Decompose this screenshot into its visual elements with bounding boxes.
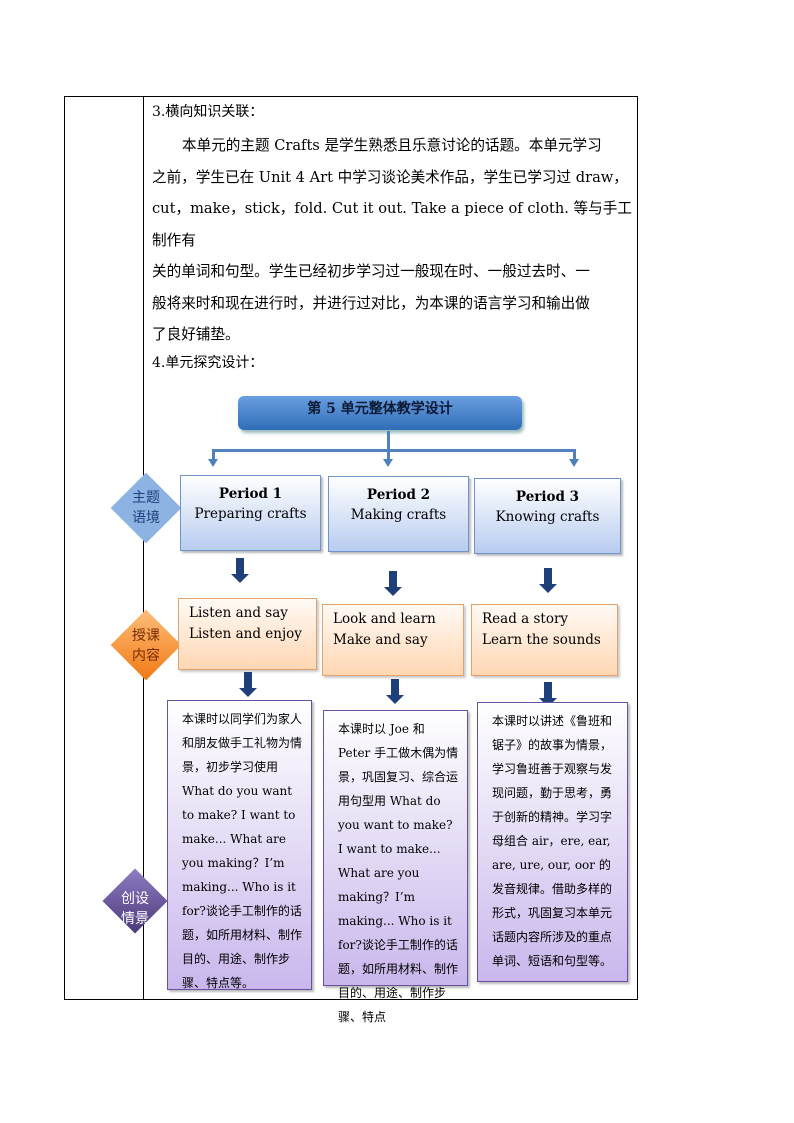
- connector-arrowhead-3: [569, 459, 579, 467]
- paragraph-line: 之前，学生已在 Unit 4 Art 中学习谈论美术作品，学生已学习过 draw…: [152, 168, 628, 186]
- theme-label-line: 语境: [132, 510, 160, 526]
- period-2-box: Period 2 Making crafts: [328, 476, 469, 552]
- lesson-item: Listen and enjoy: [189, 626, 302, 642]
- period-title: Period 3: [515, 489, 580, 505]
- connector-arrowhead-1: [208, 459, 218, 467]
- connector-stem: [387, 431, 390, 449]
- paragraph-line: 了良好铺垫。: [152, 326, 240, 343]
- lesson-item: Make and say: [333, 632, 428, 648]
- connector-bar: [212, 449, 576, 452]
- section-4-heading: 4.单元探究设计：: [152, 355, 264, 371]
- period-2-description: 本课时以 Joe 和 Peter 手工做木偶为情景，巩固复习、综合运用句型用 W…: [323, 710, 468, 1024]
- table-column-divider: [143, 96, 144, 1000]
- connector-drop-3: [573, 449, 576, 459]
- paragraph-line: 般将来时和现在进行时，并进行过对比，为本课的语言学习和输出做: [152, 294, 590, 312]
- period-3-description: 本课时以讲述《鲁班和锯子》的故事为情景，学习鲁班善于观察与发现问题，勤于思考，勇…: [477, 702, 628, 982]
- period-subtitle: Knowing crafts: [495, 509, 600, 525]
- section-3-paragraph: 本单元的主题 Crafts 是学生熟悉且乐意讨论的话题。本单元学习 之前，学生已…: [152, 130, 632, 351]
- down-arrow-icon: [384, 571, 402, 596]
- paragraph-line: cut，make，stick，fold. Cut it out. Take a …: [152, 200, 632, 249]
- lessons-label-line: 内容: [132, 648, 160, 664]
- diagram-title: 第 5 单元整体教学设计: [238, 396, 522, 430]
- down-arrow-icon: [239, 672, 257, 697]
- period-1-box: Period 1 Preparing crafts: [180, 475, 321, 551]
- paragraph-line: 关的单词和句型。学生已经初步学习过一般现在时、一般过去时、一: [152, 263, 590, 280]
- down-arrow-icon: [539, 682, 557, 707]
- period-2-lessons: Look and learn Make and say: [322, 604, 464, 676]
- lesson-item: Learn the sounds: [482, 632, 601, 648]
- period-title: Period 1: [218, 486, 283, 502]
- lesson-item: Read a story: [482, 611, 569, 627]
- period-1-description: 本课时以同学们为家人和朋友做手工礼物为情景，初步学习使用 What do you…: [167, 700, 312, 990]
- paragraph-line: 本单元的主题 Crafts 是学生熟悉且乐意讨论的话题。本单元学习: [182, 137, 602, 154]
- down-arrow-icon: [539, 568, 557, 593]
- period-title: Period 2: [366, 487, 431, 503]
- period-subtitle: Making crafts: [350, 507, 447, 523]
- table-frame: [64, 96, 638, 1000]
- connector-arrowhead-2: [383, 459, 393, 467]
- down-arrow-icon: [231, 558, 249, 583]
- situation-label: 创设 情景: [99, 889, 171, 929]
- theme-label: 主题 语境: [110, 488, 182, 528]
- period-subtitle: Preparing crafts: [194, 506, 307, 522]
- lesson-item: Listen and say: [189, 605, 288, 621]
- connector-drop-1: [212, 449, 215, 459]
- down-arrow-icon: [386, 679, 404, 704]
- period-3-box: Period 3 Knowing crafts: [474, 478, 621, 554]
- situation-label-line: 创设: [121, 891, 149, 907]
- lessons-label: 授课 内容: [110, 626, 182, 666]
- period-1-lessons: Listen and say Listen and enjoy: [178, 598, 317, 670]
- theme-label-line: 主题: [132, 490, 160, 506]
- lesson-item: Look and learn: [333, 611, 436, 627]
- period-3-lessons: Read a story Learn the sounds: [471, 604, 618, 676]
- situation-label-line: 情景: [121, 911, 149, 927]
- lessons-label-line: 授课: [132, 628, 160, 644]
- connector-drop-2: [387, 449, 390, 459]
- section-3-heading: 3.横向知识关联：: [152, 104, 264, 120]
